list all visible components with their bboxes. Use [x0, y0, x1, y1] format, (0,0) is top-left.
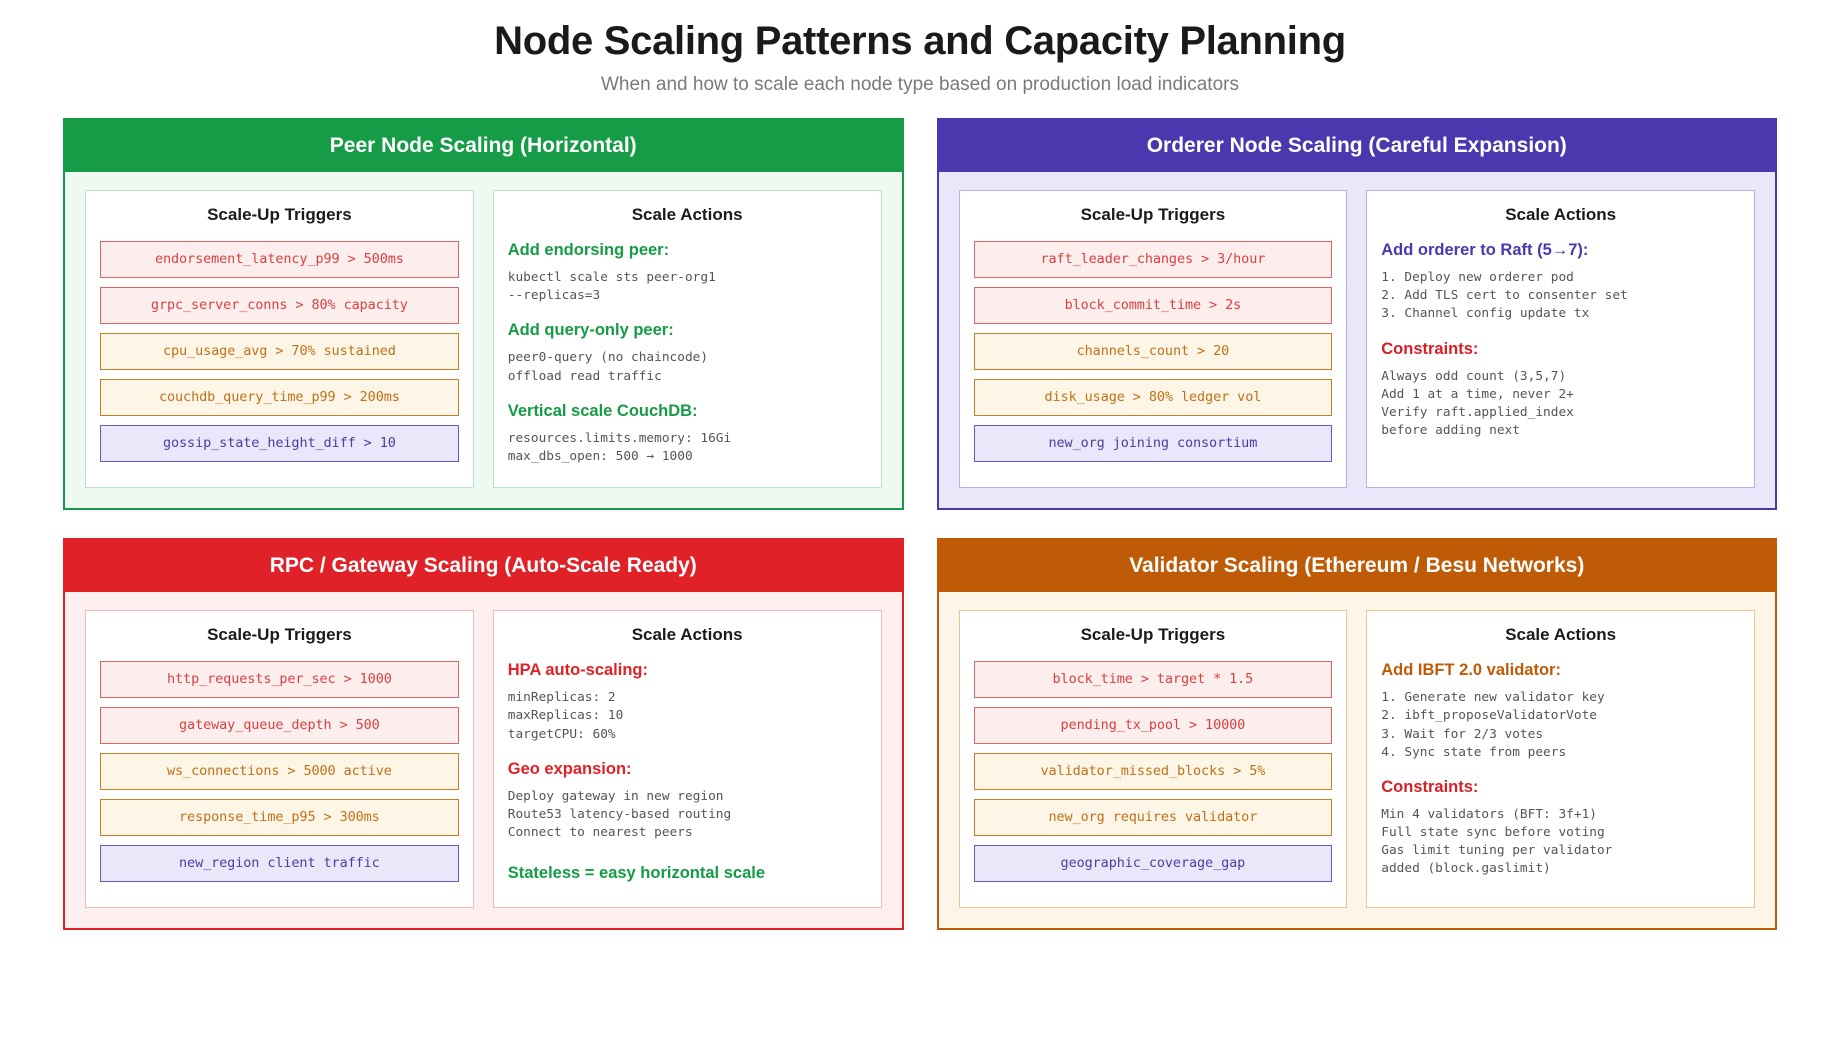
triggers-column-title: Scale-Up Triggers	[207, 625, 352, 645]
trigger-item[interactable]: block_time > target * 1.5	[973, 661, 1333, 699]
triggers-column-title: Scale-Up Triggers	[1080, 625, 1226, 645]
trigger-item[interactable]: gossip_state_height_diff > 10	[100, 425, 459, 463]
action-heading: Geo expansion:	[507, 759, 632, 778]
panel-rpc-gateway: RPC / Gateway Scaling (Auto-Scale Ready)…	[63, 538, 904, 931]
trigger-item[interactable]: new_org joining consortium	[973, 425, 1333, 463]
triggers-column-orderer: Scale-Up Triggers raft_leader_changes > 3…	[958, 190, 1348, 489]
action-body: minReplicas: 2 maxReplicas: 10 targetCPU…	[507, 690, 624, 742]
trigger-item[interactable]: geographic_coverage_gap	[973, 845, 1333, 883]
panel-orderer: Orderer Node Scaling (Careful Expansion)…	[936, 118, 1777, 511]
trigger-item[interactable]: channels_count > 20	[973, 333, 1333, 371]
action-heading: Vertical scale CouchDB:	[507, 401, 698, 420]
trigger-item[interactable]: block_commit_time > 2s	[973, 287, 1333, 325]
panel-header-rpc-gateway: RPC / Gateway Scaling (Auto-Scale Ready)	[65, 540, 902, 593]
triggers-column-title: Scale-Up Triggers	[1080, 205, 1226, 225]
trigger-item[interactable]: cpu_usage_avg > 70% sustained	[100, 333, 459, 371]
panel-header-orderer: Orderer Node Scaling (Careful Expansion)	[938, 120, 1775, 173]
action-footer-note: Stateless = easy horizontal scale	[507, 864, 766, 883]
panel-header-peer: Peer Node Scaling (Horizontal)	[65, 120, 902, 173]
trigger-item[interactable]: grpc_server_conns > 80% capacity	[100, 287, 459, 325]
action-body: 1. Generate new validator key 2. ibft_pr…	[1381, 690, 1605, 760]
trigger-item[interactable]: new_region client traffic	[100, 845, 459, 883]
trigger-item[interactable]: disk_usage > 80% ledger vol	[973, 379, 1333, 417]
trigger-item[interactable]: http_requests_per_sec > 1000	[100, 661, 459, 699]
action-heading: Add orderer to Raft (5→7):	[1381, 241, 1589, 260]
triggers-column-rpc-gateway: Scale-Up Triggers http_requests_per_sec >…	[85, 610, 474, 909]
triggers-column-peer: Scale-Up Triggers endorsement_latency_p99…	[85, 190, 474, 489]
action-heading: Add endorsing peer:	[507, 241, 670, 260]
action-body: 1. Deploy new orderer pod 2. Add TLS cer…	[1381, 270, 1628, 322]
action-body: Min 4 validators (BFT: 3f+1) Full state …	[1381, 806, 1613, 877]
trigger-item[interactable]: new_org requires validator	[973, 799, 1333, 837]
action-heading: Add IBFT 2.0 validator:	[1381, 661, 1561, 680]
action-body: resources.limits.memory: 16Gi max_dbs_op…	[507, 430, 732, 464]
trigger-item[interactable]: pending_tx_pool > 10000	[973, 707, 1333, 745]
panel-body-peer: Scale-Up Triggers endorsement_latency_p99…	[65, 172, 902, 509]
triggers-column-validator: Scale-Up Triggers block_time > target * 1…	[958, 610, 1348, 909]
panel-header-validator: Validator Scaling (Ethereum / Besu Netwo…	[938, 540, 1775, 593]
trigger-item[interactable]: gateway_queue_depth > 500	[100, 707, 459, 745]
triggers-column-title: Scale-Up Triggers	[207, 205, 352, 225]
panel-validator: Validator Scaling (Ethereum / Besu Netwo…	[936, 538, 1777, 931]
action-heading: HPA auto-scaling:	[507, 661, 649, 680]
actions-column-title: Scale Actions	[631, 625, 743, 645]
trigger-item[interactable]: raft_leader_changes > 3/hour	[973, 241, 1333, 279]
panel-peer: Peer Node Scaling (Horizontal) Scale-Up T…	[63, 118, 904, 511]
page-title: Node Scaling Patterns and Capacity Plann…	[494, 19, 1346, 63]
panel-body-rpc-gateway: Scale-Up Triggers http_requests_per_sec >…	[65, 592, 902, 929]
panel-grid: Peer Node Scaling (Horizontal) Scale-Up T…	[0, 96, 1840, 931]
action-heading: Add query-only peer:	[507, 321, 674, 340]
page-subtitle: When and how to scale each node type bas…	[601, 74, 1239, 95]
trigger-item[interactable]: endorsement_latency_p99 > 500ms	[100, 241, 459, 279]
action-heading: Constraints:	[1381, 777, 1479, 796]
trigger-item[interactable]: validator_missed_blocks > 5%	[973, 753, 1333, 791]
trigger-item[interactable]: ws_connections > 5000 active	[100, 753, 459, 791]
actions-column-title: Scale Actions	[631, 205, 743, 225]
trigger-item[interactable]: response_time_p95 > 300ms	[100, 799, 459, 837]
action-body: peer0-query (no chaincode) offload read …	[507, 350, 709, 384]
actions-column-title: Scale Actions	[1505, 205, 1617, 225]
panel-body-validator: Scale-Up Triggers block_time > target * 1…	[938, 592, 1775, 929]
action-body: Deploy gateway in new region Route53 lat…	[507, 788, 732, 840]
action-body: kubectl scale sts peer-org1 --replicas=3	[507, 270, 716, 304]
panel-body-orderer: Scale-Up Triggers raft_leader_changes > 3…	[938, 172, 1775, 509]
page-header: Node Scaling Patterns and Capacity Plann…	[0, 0, 1840, 96]
action-body: Always odd count (3,5,7) Add 1 at a time…	[1381, 368, 1574, 439]
actions-column-title: Scale Actions	[1505, 625, 1617, 645]
trigger-item[interactable]: couchdb_query_time_p99 > 200ms	[100, 379, 459, 417]
action-heading: Constraints:	[1381, 339, 1479, 358]
